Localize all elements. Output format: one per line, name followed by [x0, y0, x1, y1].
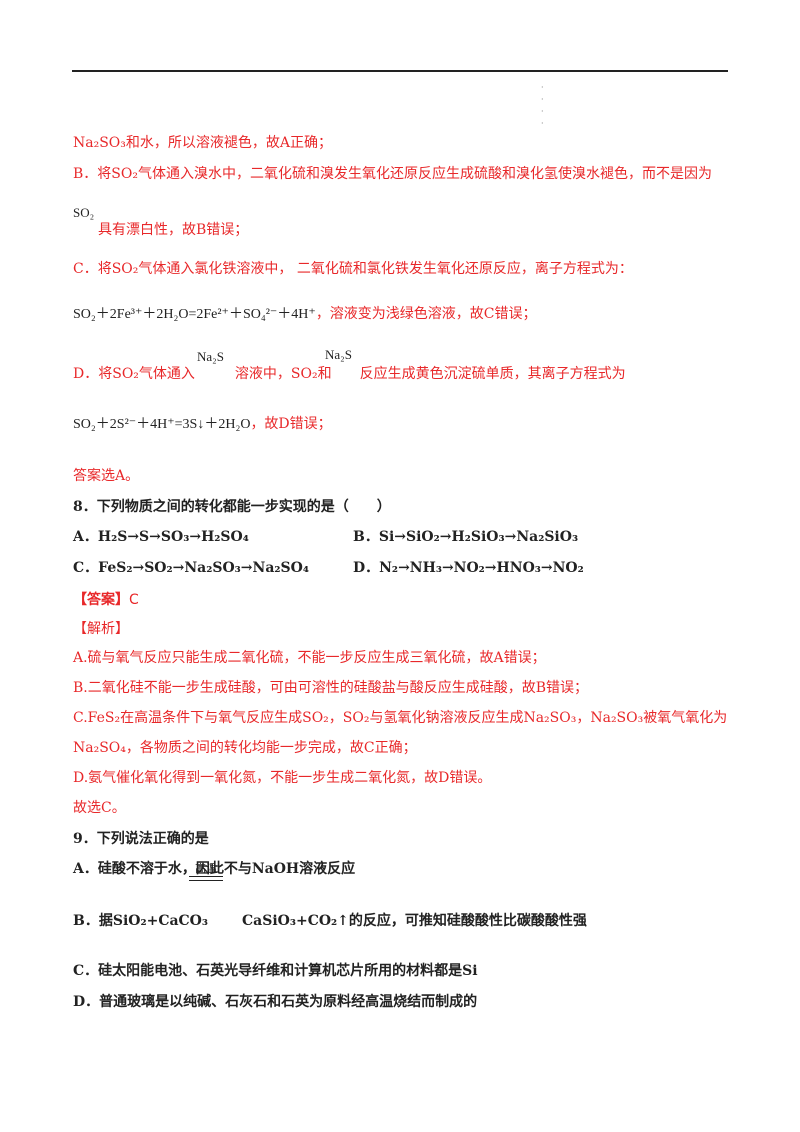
- explanation-d-equation-line: SO₂＋2S²⁻＋4H⁺=3S↓＋2H₂O，故D错误；: [73, 414, 332, 435]
- explanation-a-continued: Na₂SO₃和水，所以溶液褪色，故A正确；: [73, 135, 332, 151]
- explanation-c-equation-line: SO₂＋2Fe³⁺＋2H₂O=2Fe²⁺＋SO₄²⁻＋4H⁺，溶液变为浅绿色溶液…: [73, 304, 537, 325]
- answer-value: C: [129, 592, 139, 608]
- q9-option-a: A．硅酸不溶于水，因此不与NaOH溶液反应: [73, 861, 356, 877]
- q9-option-c: C．硅太阳能电池、石英光导纤维和计算机芯片所用的材料都是Si: [73, 963, 478, 979]
- explanation-b-line1: B．将SO₂气体通入溴水中，二氧化硫和溴发生氧化还原反应生成硫酸和溴化氢使溴水褪…: [73, 166, 712, 182]
- explanation-c-tail: ，溶液变为浅绿色溶液，故C错误；: [315, 306, 537, 322]
- na2s-label-2: Na₂S: [325, 347, 352, 362]
- explanation-d-tail: ，故D错误；: [250, 416, 332, 432]
- q8-option-c: C．FeS₂→SO₂→Na₂SO₃→Na₂SO₄: [73, 560, 309, 576]
- q8-explain-c-line1: C.FeS₂在高温条件下与氧气反应生成SO₂，SO₂与氢氧化钠溶液反应生成Na₂…: [73, 710, 728, 726]
- analysis-tag: 【解析】: [73, 621, 129, 637]
- q9-option-d: D．普通玻璃是以纯碱、石灰石和石英为原料经高温烧结而制成的: [73, 994, 478, 1010]
- question-9-stem: 9．下列说法正确的是: [73, 831, 209, 847]
- explanation-b-so2: SO₂: [73, 205, 95, 220]
- condition-text: 高温: [195, 862, 217, 875]
- q8-explain-d: D.氨气催化氧化得到一氧化氮，不能一步生成二氧化氮，故D错误。: [73, 770, 492, 786]
- q9-option-b: B．据SiO₂+CaCO₃ CaSiO₃+CO₂↑的反应，可推知硅酸酸性比碳酸酸性…: [73, 911, 587, 931]
- answer-7: 答案选A。: [73, 468, 140, 484]
- explanation-d-part1: D．将SO₂气体通入: [73, 366, 195, 382]
- na2s-label-1: Na₂S: [197, 349, 224, 364]
- q8-explain-a: A.硫与氧气反应只能生成二氧化硫，不能一步反应生成三氧化硫，故A错误；: [73, 650, 546, 666]
- double-line-arrow: [189, 876, 223, 881]
- margin-dots: ····: [541, 83, 544, 128]
- q9-option-b-part2: CaSiO₃+CO₂↑的反应，可推知硅酸酸性比碳酸酸性强: [242, 913, 587, 929]
- explanation-d-part2: 溶液中，SO₂和: [234, 366, 332, 382]
- q9-option-b-part1: B．据SiO₂+CaCO₃: [73, 913, 209, 929]
- q8-option-b: B．Si→SiO₂→H₂SiO₃→Na₂SiO₃: [353, 529, 579, 545]
- header-rule: [72, 70, 728, 72]
- explanation-b-line2: 具有漂白性，故B错误；: [98, 222, 249, 238]
- answer-tag-line: 【答案】C: [73, 590, 139, 610]
- explanation-c-line1: C．将SO₂气体通入氯化铁溶液中， 二氧化硫和氯化铁发生氧化还原反应，离子方程式…: [73, 261, 633, 277]
- answer-tag: 【答案】: [73, 592, 129, 608]
- q8-explain-b: B.二氧化硅不能一步生成硅酸，可由可溶性的硅酸盐与酸反应生成硅酸，故B错误；: [73, 680, 589, 696]
- q8-option-a: A．H₂S→S→SO₃→H₂SO₄: [73, 529, 249, 545]
- reaction-condition: 高温: [189, 862, 223, 881]
- explanation-d-part3: 反应生成黄色沉淀硫单质，其离子方程式为: [359, 366, 626, 382]
- explanation-d-line1: D．将SO₂气体通入 溶液中，SO₂和 反应生成黄色沉淀硫单质，其离子方程式为: [73, 364, 626, 384]
- question-8-stem: 8．下列物质之间的转化都能一步实现的是（ ）: [73, 499, 391, 515]
- q8-conclusion: 故选C。: [73, 800, 126, 816]
- q8-option-d: D．N₂→NH₃→NO₂→HNO₃→NO₂: [353, 560, 584, 576]
- ionic-equation-c: SO₂＋2Fe³⁺＋2H₂O=2Fe²⁺＋SO₄²⁻＋4H⁺: [73, 307, 316, 322]
- q8-explain-c-line2: Na₂SO₄，各物质之间的转化均能一步完成，故C正确；: [73, 740, 417, 756]
- ionic-equation-d: SO₂＋2S²⁻＋4H⁺=3S↓＋2H₂O: [73, 417, 251, 432]
